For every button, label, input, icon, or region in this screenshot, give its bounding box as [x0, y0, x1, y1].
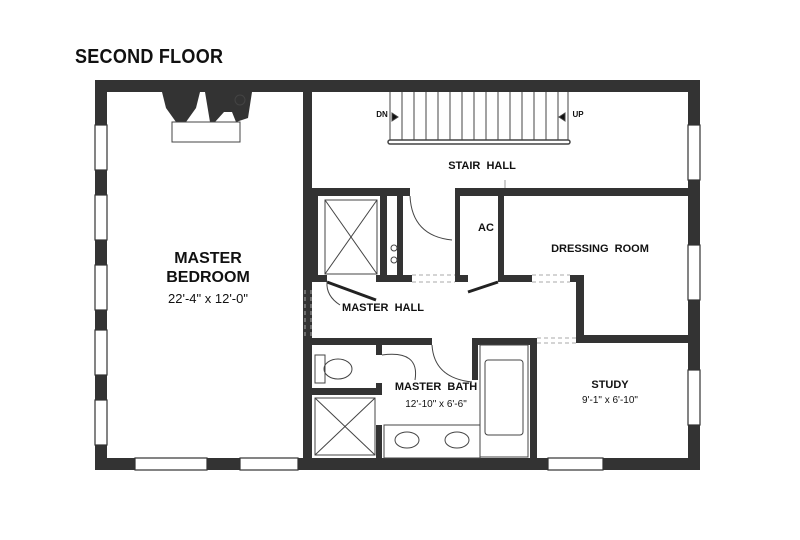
- stair-up-label: UP: [572, 110, 584, 119]
- master-bedroom-label: MASTER BEDROOM: [166, 249, 250, 287]
- dressing-room-label: DRESSING ROOM: [551, 243, 649, 255]
- master-bath-label: MASTER BATH: [394, 381, 478, 393]
- master-bedroom-name-1: MASTER: [174, 250, 242, 267]
- master-bath-size: 12'-10" x 6'-6": [405, 399, 467, 410]
- windows: [94, 124, 701, 471]
- fixtures: [171, 92, 576, 459]
- plan-title: SECOND FLOOR: [75, 46, 224, 68]
- study-label: STUDY: [591, 379, 629, 391]
- stair-down-label: DN: [376, 110, 388, 119]
- study-size: 9'-1" x 6'-10": [582, 395, 638, 406]
- ac-label: AC: [478, 222, 494, 234]
- stair-hall-label: STAIR HALL: [448, 160, 516, 172]
- master-bedroom-name-2: BEDROOM: [166, 269, 250, 286]
- staircase: [387, 92, 571, 145]
- master-bedroom-size: 22'-4" x 12'-0": [168, 291, 248, 306]
- master-hall-label: MASTER HALL: [342, 302, 424, 314]
